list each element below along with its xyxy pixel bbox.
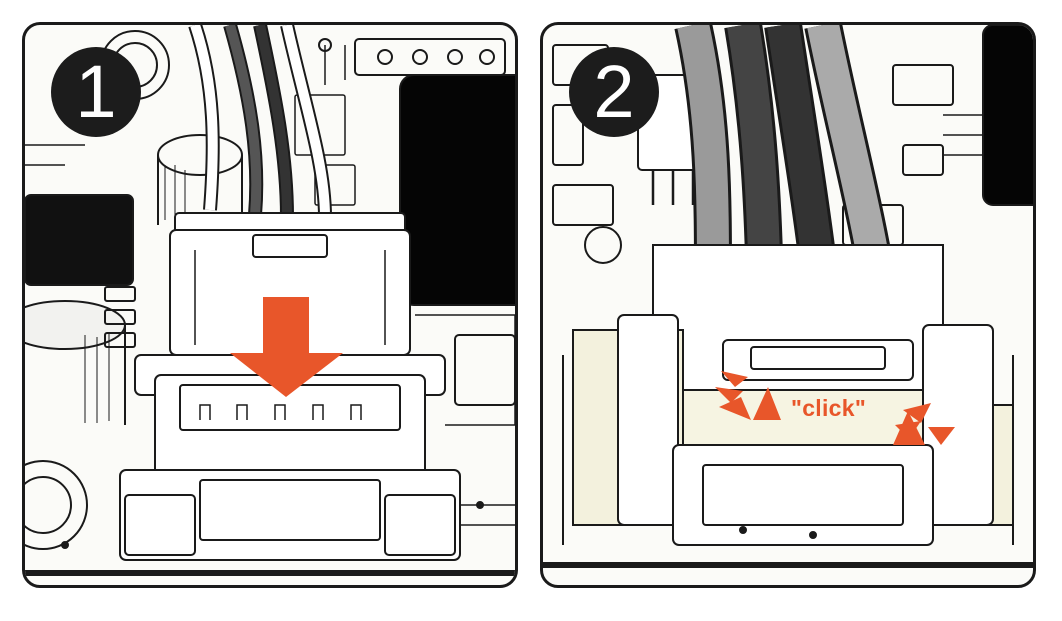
down-arrow-icon bbox=[230, 297, 343, 397]
click-burst-icon bbox=[715, 371, 955, 445]
step-1-illustration bbox=[25, 25, 515, 576]
step-2-badge: 2 bbox=[569, 47, 659, 137]
step-1-panel: 1 bbox=[22, 22, 518, 588]
step-1-badge: 1 bbox=[51, 47, 141, 137]
step-2-illustration bbox=[543, 25, 1033, 568]
step-2-panel: 2 "click" bbox=[540, 22, 1036, 588]
click-label: "click" bbox=[791, 395, 867, 421]
